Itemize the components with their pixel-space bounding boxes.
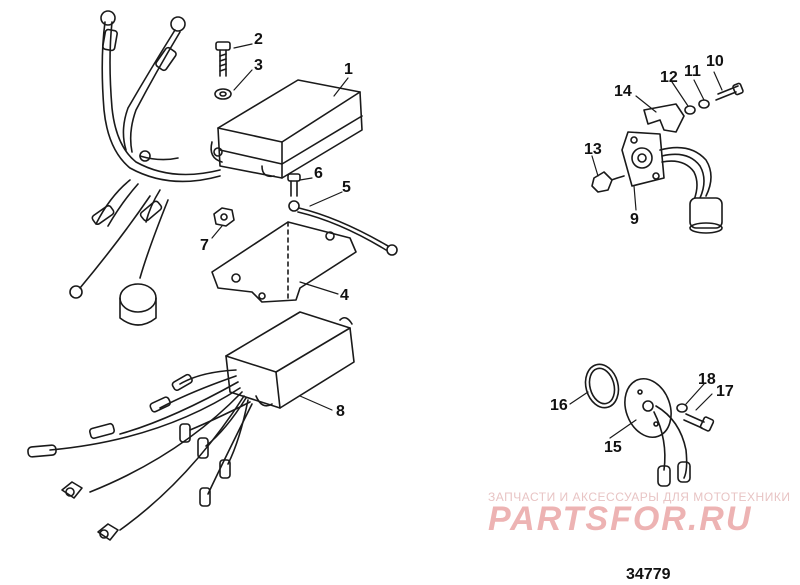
washer-part-3 [214, 88, 232, 100]
ground-strap-part-5 [288, 200, 398, 256]
callout-18: 18 [698, 371, 716, 388]
callout-8: 8 [336, 403, 345, 420]
sensor-assembly-part-9 [601, 131, 723, 234]
callout-15: 15 [604, 439, 622, 456]
callout-16: 16 [550, 397, 568, 414]
callout-4: 4 [340, 287, 349, 304]
callout-10: 10 [706, 53, 724, 70]
callout-2: 2 [254, 31, 263, 48]
nut-part-13 [591, 171, 613, 193]
bracket-part-14 [643, 103, 685, 133]
washer-part-18 [676, 403, 688, 413]
o-ring-part-16 [584, 363, 620, 409]
power-pack-part-8 [225, 311, 355, 409]
callout-3: 3 [254, 57, 263, 74]
power-pack-harness [27, 369, 253, 541]
washer-part-11 [698, 99, 710, 109]
switch-box-harness [69, 10, 221, 326]
callout-11: 11 [684, 63, 701, 80]
screw-part-6 [287, 173, 301, 197]
callout-5: 5 [342, 179, 351, 196]
sensor-plate-part-15 [624, 378, 691, 487]
watermark-logo: PARTSFOR.RU [488, 500, 753, 538]
callout-1: 1 [344, 61, 353, 78]
washer-part-12 [684, 105, 696, 115]
callout-6: 6 [314, 165, 323, 182]
callout-12: 12 [660, 69, 678, 86]
callout-9: 9 [630, 211, 639, 228]
watermark-tagline: ЗАПЧАСТИ И АКСЕССУАРЫ ДЛЯ МОТОТЕХНИКИ [488, 490, 791, 504]
callout-17: 17 [716, 383, 734, 400]
figure-number: 34779 [626, 566, 671, 583]
callout-14: 14 [614, 83, 632, 100]
screw-part-17 [683, 413, 715, 432]
callout-13: 13 [584, 141, 602, 158]
callout-7: 7 [200, 237, 209, 254]
screw-part-2 [215, 41, 231, 77]
nut-part-7 [213, 207, 235, 227]
mounting-plate-part-4 [211, 221, 357, 303]
screw-part-10 [715, 82, 744, 101]
switch-box-assembly [210, 79, 363, 179]
leader-lines [211, 43, 723, 439]
